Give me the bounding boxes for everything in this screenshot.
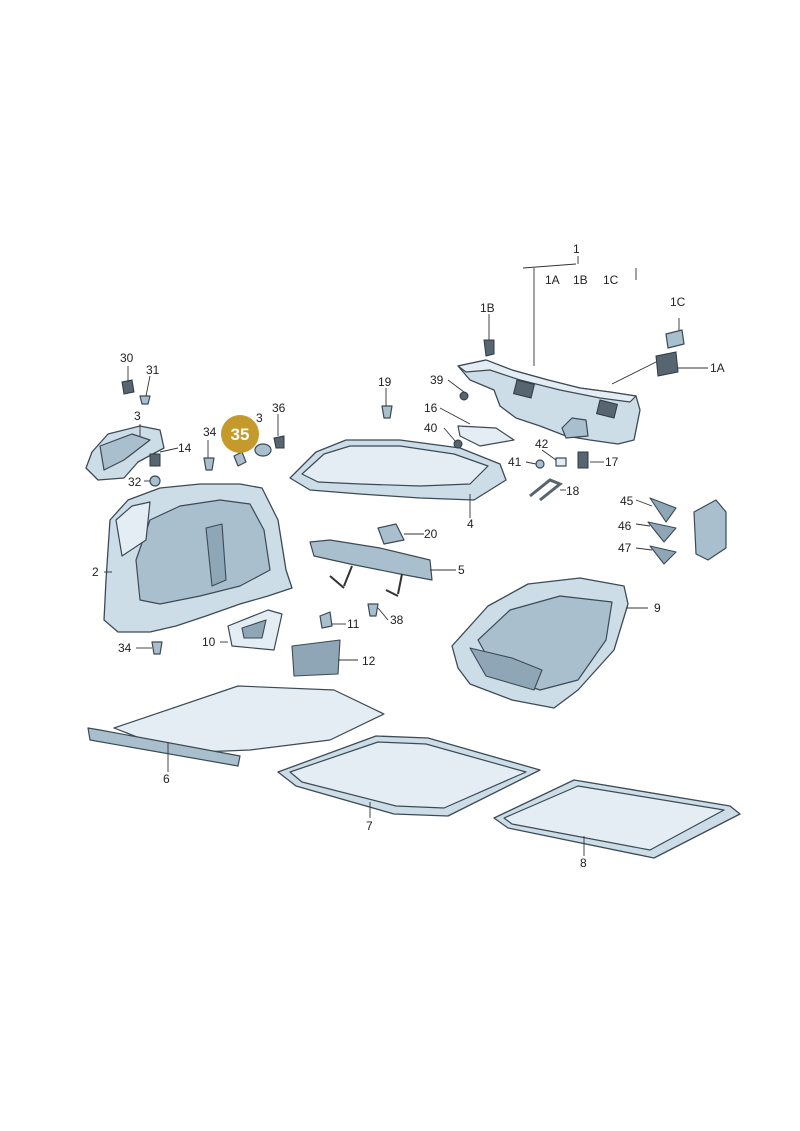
part-47-net[interactable] (649, 545, 677, 565)
part-8-floor-mat[interactable] (493, 779, 741, 859)
label-1C-top: 1C (603, 273, 619, 287)
label-45: 45 (620, 494, 634, 508)
part-36-clip[interactable] (273, 435, 285, 449)
part-14-clip[interactable] (149, 453, 161, 467)
highlight-circle (221, 415, 259, 453)
part-9-storage-tray[interactable] (451, 577, 629, 709)
label-4: 4 (467, 517, 474, 531)
part-34-clip-upper[interactable] (203, 457, 215, 471)
part-11-clip[interactable] (319, 611, 333, 629)
part-1C-clip[interactable] (665, 329, 685, 349)
label-11: 11 (347, 617, 360, 631)
part-31-screw[interactable] (139, 395, 151, 405)
part-1-parcel-shelf-trim[interactable] (457, 359, 641, 445)
label-34a: 34 (203, 425, 217, 439)
part-35-clip[interactable] (233, 451, 247, 467)
label-32: 32 (128, 475, 142, 489)
part-13-cap[interactable] (254, 443, 272, 457)
part-34-clip-lower[interactable] (151, 641, 163, 655)
part-17-cover[interactable] (577, 451, 589, 469)
label-12: 12 (362, 654, 376, 668)
part-5-cross-member-trim[interactable] (309, 539, 433, 597)
label-7: 7 (366, 819, 373, 833)
part-18-hook[interactable] (529, 478, 563, 502)
label-30: 30 (120, 351, 134, 365)
part-39-clip[interactable] (459, 391, 469, 401)
part-3-trim-piece[interactable] (85, 425, 165, 481)
label-1B-top: 1B (573, 273, 588, 287)
part-38-clip[interactable] (367, 603, 379, 617)
label-36: 36 (272, 401, 286, 415)
label-3b: 3 (256, 411, 263, 425)
label-2: 2 (92, 565, 99, 579)
label-5: 5 (458, 563, 465, 577)
label-47: 47 (618, 541, 632, 555)
part-30-clip[interactable] (121, 379, 135, 395)
part-1B-clip[interactable] (483, 339, 495, 357)
part-labels: 1 1A 1B 1C 1B 1C 1A 30 31 3 14 32 34 3 3… (92, 242, 725, 870)
part-20-cover[interactable] (377, 523, 405, 545)
label-8: 8 (580, 856, 587, 870)
part-10-handle[interactable] (227, 609, 283, 651)
part-16-cover[interactable] (457, 425, 515, 447)
part-45-net[interactable] (649, 497, 677, 523)
label-18: 18 (566, 484, 580, 498)
part-32-clip[interactable] (149, 475, 161, 487)
part-side-mount[interactable] (693, 499, 727, 561)
label-42: 42 (535, 437, 549, 451)
part-41-clip[interactable] (535, 459, 545, 469)
label-39: 39 (430, 373, 444, 387)
label-14: 14 (178, 441, 192, 455)
part-12-net-box[interactable] (291, 639, 341, 677)
label-1B: 1B (480, 301, 495, 315)
part-7-floor-mat[interactable] (277, 735, 541, 817)
label-3a: 3 (134, 409, 141, 423)
label-1: 1 (573, 242, 580, 256)
highlight-label: 35 (231, 425, 250, 444)
part-42-clip[interactable] (555, 457, 567, 467)
label-1A-top: 1A (545, 273, 560, 287)
part-4-parcel-shelf[interactable] (289, 439, 507, 501)
highlight-part-35[interactable]: 35 (221, 415, 259, 453)
label-1A: 1A (710, 361, 725, 375)
label-1C: 1C (670, 295, 686, 309)
part-6-floor-cover[interactable] (87, 685, 385, 767)
label-9: 9 (654, 601, 661, 615)
leader-lines (104, 256, 708, 856)
part-19-clip[interactable] (381, 405, 393, 419)
part-2-side-trim[interactable] (103, 483, 293, 633)
label-38: 38 (390, 613, 404, 627)
label-34b: 34 (118, 641, 132, 655)
part-1A-pad[interactable] (655, 351, 679, 377)
label-40: 40 (424, 421, 438, 435)
label-19: 19 (378, 375, 392, 389)
label-41: 41 (508, 455, 522, 469)
label-6: 6 (163, 772, 170, 786)
label-10: 10 (202, 635, 216, 649)
part-46-net[interactable] (647, 521, 677, 543)
label-16: 16 (424, 401, 438, 415)
label-20: 20 (424, 527, 438, 541)
label-31: 31 (146, 363, 160, 377)
label-46: 46 (618, 519, 632, 533)
label-17: 17 (605, 455, 619, 469)
